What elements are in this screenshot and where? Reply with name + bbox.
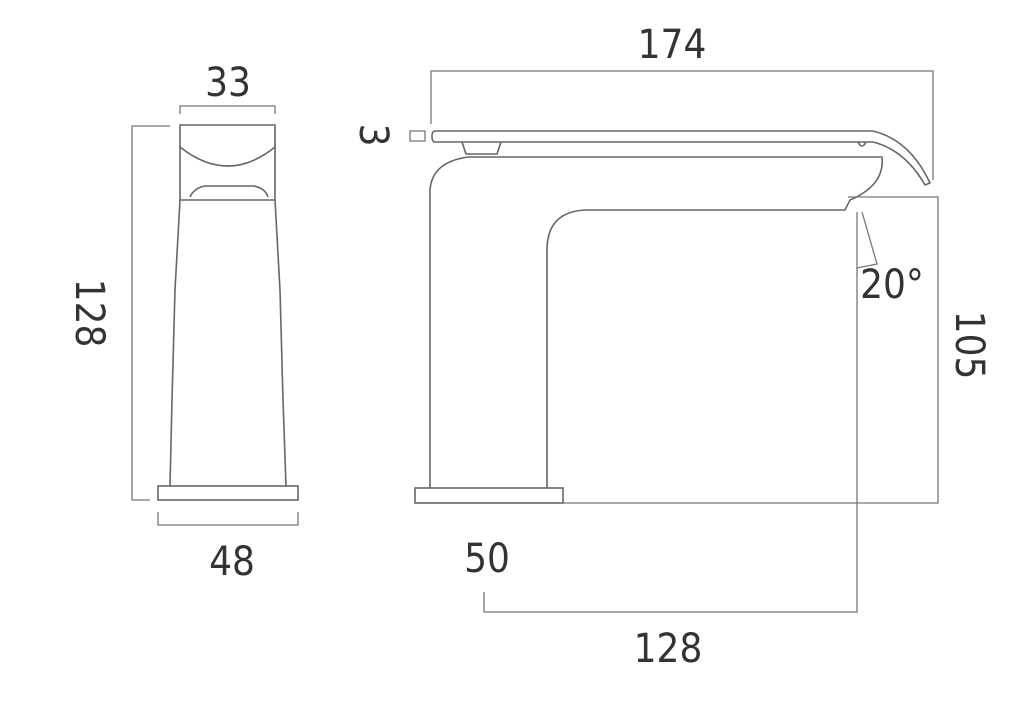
- base-front: [157, 485, 299, 501]
- side-view: 174 3 105 20° 50 128: [350, 22, 992, 672]
- lever-front: [179, 124, 276, 201]
- front-view: 33 128 48: [66, 60, 299, 585]
- base-width-dimension: [157, 512, 299, 526]
- side-base-width-label: 50: [464, 536, 510, 582]
- reach-label: 128: [634, 626, 703, 672]
- lever-side: [431, 130, 932, 187]
- top-width-dimension: [179, 105, 276, 114]
- spout-angle-label: 20°: [860, 262, 924, 308]
- front-height-dimension: [131, 125, 170, 501]
- spout-height-dimension: [563, 196, 939, 504]
- front-height-label: 128: [66, 279, 112, 348]
- front-base-width-label: 48: [209, 539, 255, 585]
- reach-dimension: [483, 268, 858, 613]
- total-length-dimension: [430, 70, 934, 180]
- front-top-width-label: 33: [205, 60, 251, 106]
- base-side: [414, 487, 564, 504]
- spout-height-label: 105: [946, 311, 992, 380]
- total-length-label: 174: [638, 22, 707, 68]
- spout-angle-marker: [856, 211, 878, 269]
- body-front: [169, 199, 287, 487]
- lever-thickness-label: 3: [350, 124, 396, 147]
- body-side: [429, 156, 883, 488]
- lever-thickness-marker: [409, 130, 426, 142]
